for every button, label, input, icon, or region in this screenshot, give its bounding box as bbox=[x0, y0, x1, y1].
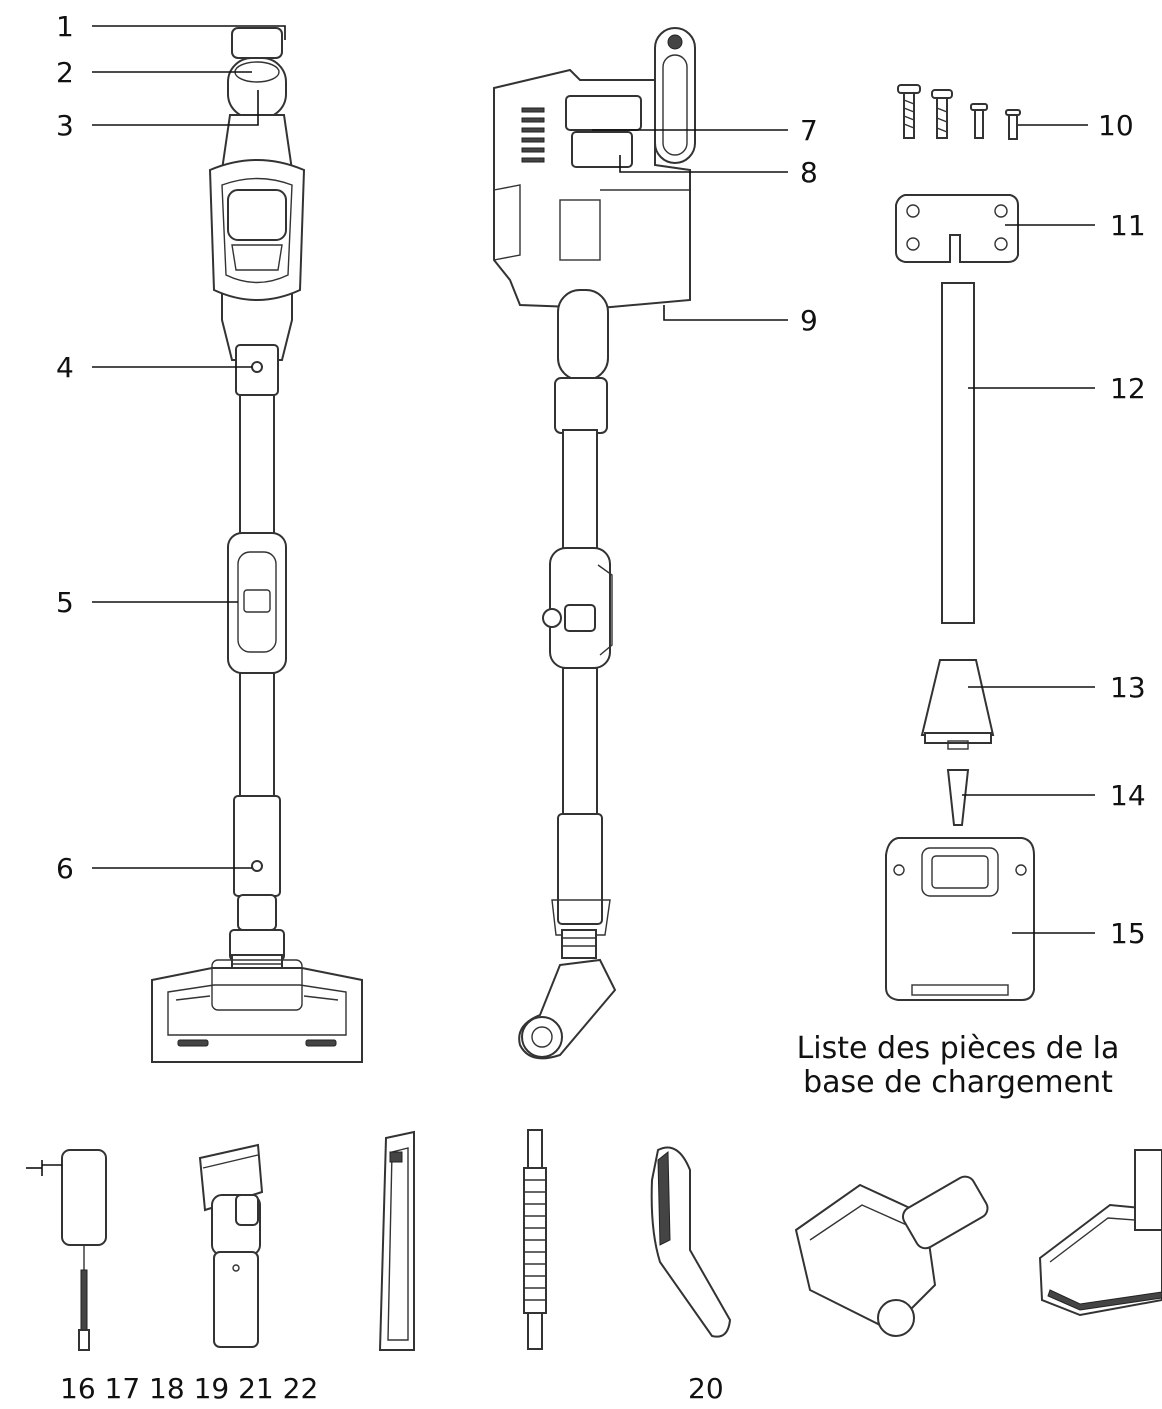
label-12: 12 bbox=[1110, 372, 1146, 405]
combination-brush bbox=[198, 1143, 264, 1348]
vacuum-side-view bbox=[493, 27, 696, 1060]
label-3: 3 bbox=[56, 109, 74, 142]
electric-floor-head bbox=[1038, 1149, 1162, 1317]
leader-lines bbox=[92, 25, 1095, 934]
vacuum-front-view bbox=[151, 27, 363, 1063]
dusting-brush bbox=[650, 1146, 732, 1338]
accessory-numbers-left: 16 17 18 19 21 22 bbox=[60, 1372, 318, 1405]
screws bbox=[897, 84, 1021, 140]
label-4: 4 bbox=[56, 351, 74, 384]
label-5: 5 bbox=[56, 586, 74, 619]
label-15: 15 bbox=[1110, 917, 1146, 950]
label-1: 1 bbox=[56, 10, 74, 43]
label-11: 11 bbox=[1110, 209, 1146, 242]
motor-vents bbox=[521, 107, 545, 163]
accessories-row bbox=[26, 1129, 1162, 1351]
charging-base-caption-line1: Liste des pièces de la bbox=[797, 1031, 1120, 1066]
label-7: 7 bbox=[800, 114, 818, 147]
charging-base-caption-line2: base de chargement bbox=[803, 1065, 1113, 1100]
crevice-tool bbox=[378, 1130, 415, 1351]
label-13: 13 bbox=[1110, 671, 1146, 704]
accessory-number-right: 20 bbox=[688, 1372, 724, 1405]
mini-turbo-brush bbox=[794, 1175, 989, 1337]
label-8: 8 bbox=[800, 156, 818, 189]
label-10: 10 bbox=[1098, 109, 1134, 142]
charging-base-parts bbox=[885, 84, 1035, 1001]
label-9: 9 bbox=[800, 304, 818, 337]
extension-hose bbox=[523, 1129, 547, 1350]
label-6: 6 bbox=[56, 852, 74, 885]
callout-labels: 1 2 3 4 5 6 7 8 9 10 11 12 13 14 15 bbox=[56, 10, 1146, 950]
charger-adapter bbox=[26, 1149, 107, 1351]
label-2: 2 bbox=[56, 56, 74, 89]
label-14: 14 bbox=[1110, 779, 1146, 812]
